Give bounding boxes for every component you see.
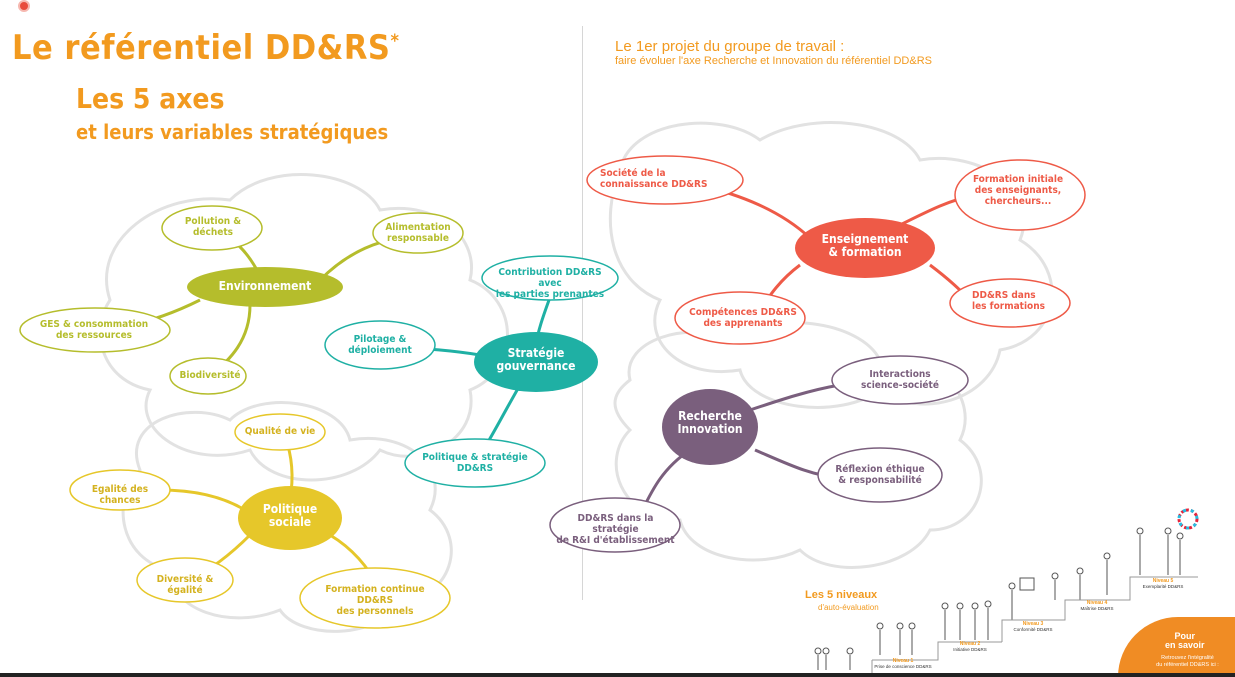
subtitle: Les 5 axes xyxy=(76,82,225,115)
bubble-competences xyxy=(674,291,806,345)
bubble-politique-strategie xyxy=(404,438,546,488)
levels-subtitle: d'auto-évaluation xyxy=(818,603,879,612)
leaf-qualite: Qualité de vie xyxy=(244,426,316,437)
vertical-divider xyxy=(582,26,583,600)
bubble-strategie-ri xyxy=(549,497,681,553)
bubble-formation-initiale xyxy=(954,159,1086,231)
leaf-biodiversite: Biodiversité xyxy=(179,370,241,381)
subtitle-secondary: et leurs variables stratégiques xyxy=(76,120,389,144)
leaf-reflexion: Réflexion éthique& responsabilité xyxy=(835,464,925,486)
hub-environnement xyxy=(187,267,343,307)
bubble-pilotage xyxy=(324,320,436,370)
bubble-qualite xyxy=(234,413,326,451)
hub-bubbles xyxy=(187,218,935,550)
project-title: Le 1er projet du groupe de travail : xyxy=(615,38,845,55)
sdg-wheel xyxy=(1177,508,1199,530)
hub-recherche xyxy=(662,389,758,465)
bubble-diversite xyxy=(136,557,234,603)
leaf-pollution: Pollution &déchets xyxy=(184,216,242,238)
bottom-bar xyxy=(0,673,1235,677)
bubble-contribution xyxy=(481,255,619,301)
bubble-interactions xyxy=(831,355,969,405)
bubble-societe xyxy=(586,155,744,205)
leaf-diversite: Diversité & égalité xyxy=(156,574,214,596)
bubble-ges xyxy=(19,307,171,353)
bubble-egalite xyxy=(69,469,171,511)
hub-politique-sociale xyxy=(238,486,342,550)
project-subtitle: faire évoluer l'axe Recherche et Innovat… xyxy=(615,55,932,67)
bubble-pollution xyxy=(161,205,263,251)
hub-environnement-label: Environnement xyxy=(218,279,312,293)
leaf-egalite: Egalité des chances xyxy=(91,484,149,506)
hub-strategie xyxy=(474,332,598,392)
page-title: Le référentiel DD&RS* xyxy=(12,28,400,68)
bubble-alimentation xyxy=(372,212,464,254)
leaf-bubbles xyxy=(19,155,1086,629)
leaf-pilotage: Pilotage &déploiement xyxy=(348,334,412,356)
bubble-formation-continue xyxy=(299,567,451,629)
bubble-ddrs-formations xyxy=(949,278,1071,328)
levels-title: Les 5 niveaux xyxy=(805,589,878,601)
hub-enseignement xyxy=(795,218,935,278)
record-indicator-icon xyxy=(18,0,30,12)
bubble-reflexion xyxy=(817,447,943,503)
level-figures xyxy=(814,527,1184,670)
hub-enseignement-label: Enseignement& formation xyxy=(821,232,909,260)
bubble-biodiversite xyxy=(169,357,247,395)
